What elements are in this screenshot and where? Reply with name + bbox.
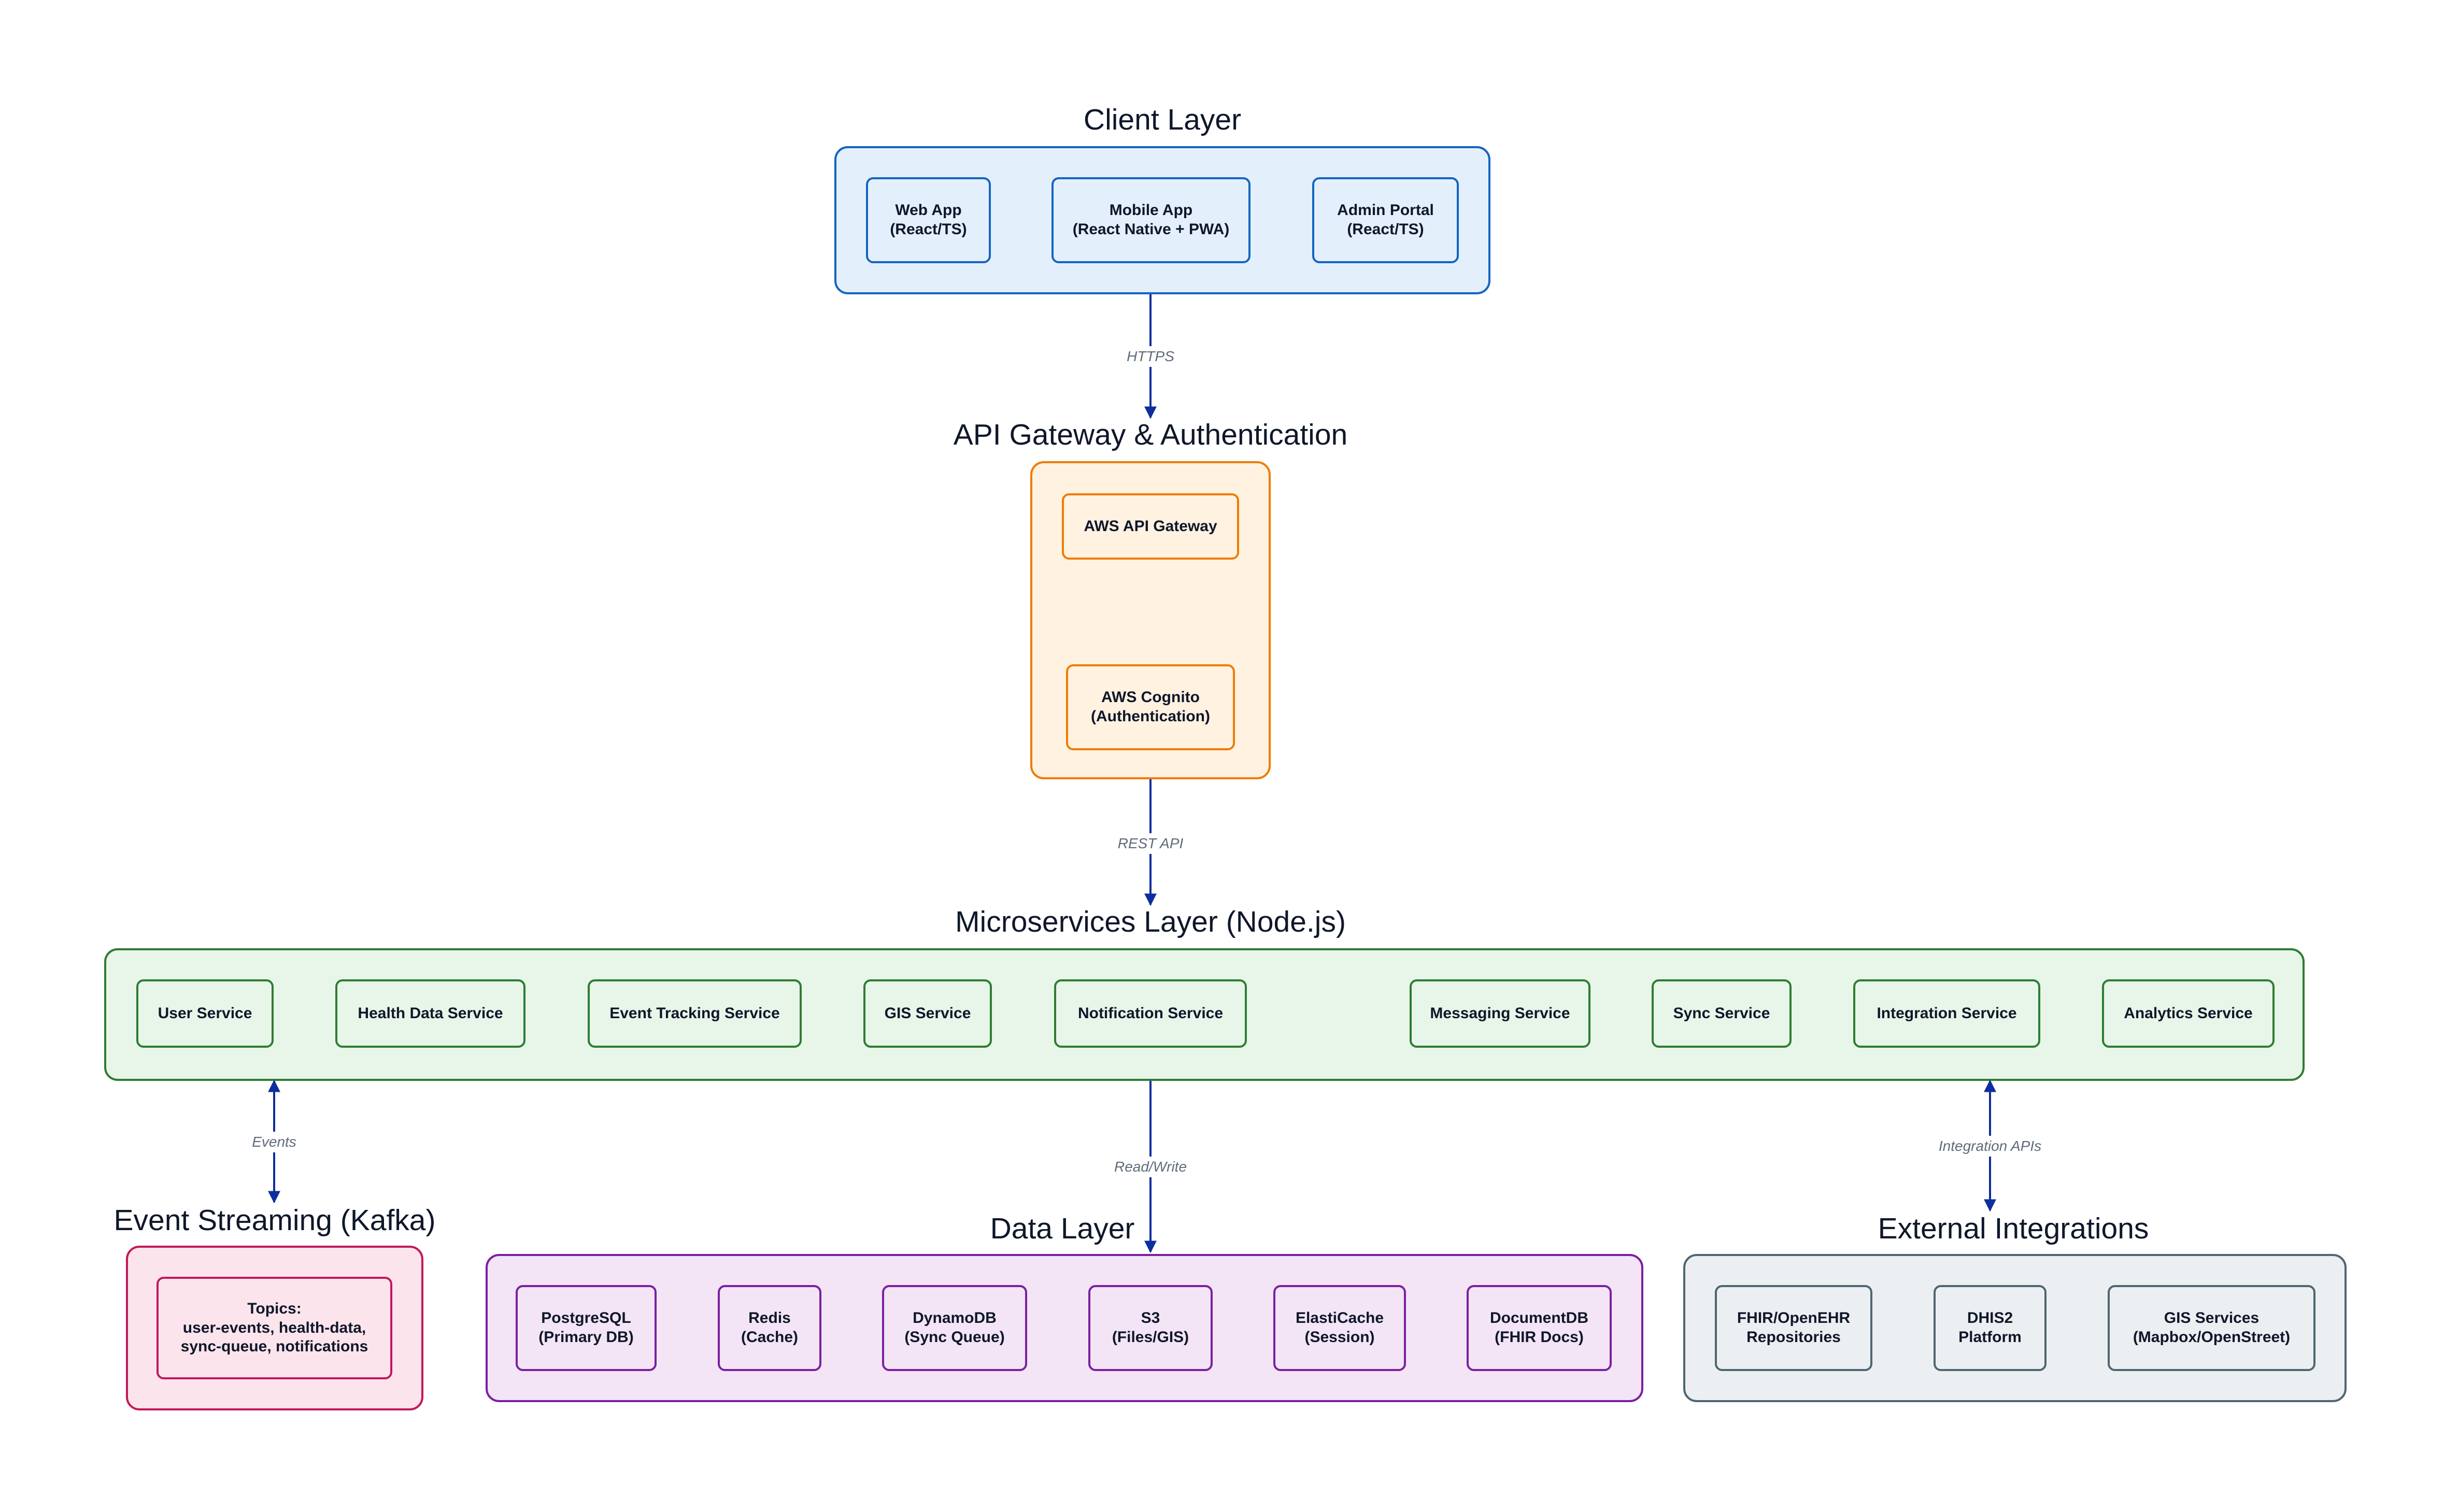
mobile-app-node[interactable]: Mobile App (React Native + PWA) [1052,177,1251,263]
health-data-service-node[interactable]: Health Data Service [335,979,525,1048]
redis-node[interactable]: Redis (Cache) [718,1285,821,1371]
admin-portal-node[interactable]: Admin Portal (React/TS) [1312,177,1459,263]
notification-service-node[interactable]: Notification Service [1054,979,1247,1048]
postgresql-node[interactable]: PostgreSQL (Primary DB) [516,1285,657,1371]
kafka-topics-node[interactable]: Topics: user-events, health-data, sync-q… [157,1277,392,1379]
event-tracking-service-node[interactable]: Event Tracking Service [588,979,802,1048]
edge-label-integration-apis: Integration APIs [1934,1136,2046,1157]
documentdb-node[interactable]: DocumentDB (FHIR Docs) [1467,1285,1612,1371]
aws-cognito-node[interactable]: AWS Cognito (Authentication) [1066,664,1235,750]
edge-label-events: Events [248,1132,301,1152]
gis-services-node[interactable]: GIS Services (Mapbox/OpenStreet) [2108,1285,2315,1371]
analytics-service-node[interactable]: Analytics Service [2102,979,2275,1048]
sync-service-node[interactable]: Sync Service [1652,979,1792,1048]
integration-service-node[interactable]: Integration Service [1853,979,2040,1048]
data-layer-title: Data Layer [990,1212,1135,1245]
elasticache-node[interactable]: ElastiCache (Session) [1273,1285,1406,1371]
gateway-layer-title: API Gateway & Authentication [953,418,1348,451]
edge-label-rest-api: REST API [1113,833,1188,854]
client-layer-title: Client Layer [1083,103,1242,136]
gis-service-node[interactable]: GIS Service [863,979,992,1048]
aws-api-gateway-node[interactable]: AWS API Gateway [1062,493,1239,560]
edge-label-https: HTTPS [1122,346,1178,367]
services-layer-title: Microservices Layer (Node.js) [955,905,1346,938]
external-layer-title: External Integrations [1878,1212,2149,1245]
events-layer-title: Event Streaming (Kafka) [113,1204,436,1237]
dynamodb-node[interactable]: DynamoDB (Sync Queue) [882,1285,1027,1371]
web-app-node[interactable]: Web App (React/TS) [866,177,991,263]
messaging-service-node[interactable]: Messaging Service [1410,979,1590,1048]
user-service-node[interactable]: User Service [136,979,274,1048]
s3-node[interactable]: S3 (Files/GIS) [1088,1285,1213,1371]
edge-label-read-write: Read/Write [1110,1157,1191,1177]
data-layer-group [486,1254,1643,1402]
fhir-openehr-node[interactable]: FHIR/OpenEHR Repositories [1715,1285,1872,1371]
dhis2-node[interactable]: DHIS2 Platform [1934,1285,2047,1371]
